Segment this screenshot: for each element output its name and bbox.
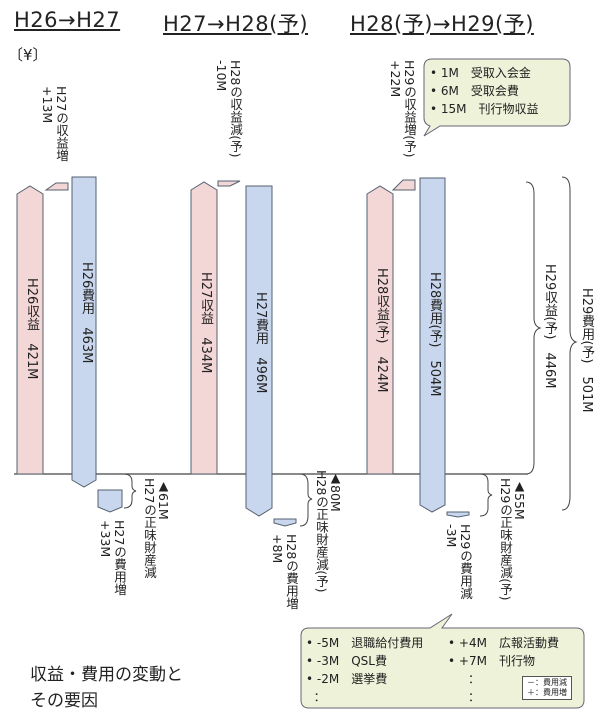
total-expense-label: H29費用(予) 501M: [579, 288, 594, 413]
change-income-2: H28の収益減(予)-10M: [214, 60, 243, 158]
change-income-1: H27の収益増+13M: [40, 86, 69, 162]
expense-item: • -2M 選挙費: [306, 672, 388, 686]
income-item: • 6M 受取会費: [430, 84, 519, 98]
unit-label: 〔¥〕: [8, 46, 48, 64]
expense-item: • +4M 広報活動費: [448, 636, 559, 650]
bar-h27-income: [190, 181, 218, 475]
expense-item: • -5M 退職給付費用: [306, 636, 424, 650]
brace-net-2: [299, 473, 313, 527]
header-period-2: H27→H28(予): [163, 12, 309, 36]
header-period-3: H28(予)→H29(予): [350, 12, 534, 36]
bar-label-h28-income: H28収益(予) 424M: [374, 268, 389, 393]
bar-label-h27-income: H27収益 434M: [198, 272, 213, 374]
brace-net-3: [479, 473, 493, 517]
change-expense-1: H27の費用増+33M: [98, 520, 127, 596]
expense-breakdown-right: • +4M 広報活動費 • +7M 刊行物 ： ：: [448, 634, 559, 706]
bar-label-h26-income: H26収益 421M: [24, 278, 39, 380]
expense-item: ：: [468, 690, 481, 704]
change-expense-2: H28の費用増+8M: [270, 534, 299, 610]
delta-h29-expense: [446, 511, 470, 518]
bar-label-h28-expense: H28費用(予) 504M: [427, 272, 442, 397]
bar-label-h26-expense: H26費用 463M: [79, 262, 94, 364]
diagram-title-line2: その要因: [30, 691, 98, 711]
brace-net-1: [123, 473, 137, 509]
legend-box: －：費用減 ＋：費用増: [522, 676, 572, 700]
callout-income-box: [423, 58, 571, 137]
bar-h26-income: [16, 185, 44, 475]
delta-h27-expense: [97, 489, 123, 513]
income-item: • 1M 受取入会金: [430, 66, 531, 80]
delta-h27-income: [44, 182, 69, 191]
total-income-label: H29収益(予) 446M: [542, 264, 557, 389]
diagram-title-line1: 収益・費用の変動と: [30, 665, 183, 685]
delta-h28-income: [217, 180, 241, 187]
delta-h29-income: [391, 179, 416, 191]
callout-expense-box: [300, 613, 585, 709]
income-breakdown: • 1M 受取入会金 • 6M 受取会費 • 15M 刊行物収益: [430, 64, 539, 118]
bar-label-h27-expense: H27費用 496M: [253, 292, 268, 394]
expense-item: • +7M 刊行物: [448, 654, 535, 668]
expense-breakdown-left: • -5M 退職給付費用 • -3M QSL費 • -2M 選挙費 ：: [306, 634, 423, 706]
bar-h28-income: [366, 185, 394, 475]
change-expense-3: H29の費用減-3M: [444, 524, 473, 600]
brace-total-expense: [561, 176, 578, 511]
brace-total-income: [525, 181, 542, 475]
bar-h28-expense: [419, 177, 446, 513]
expense-item: ：: [313, 690, 326, 704]
income-item: • 15M 刊行物収益: [430, 102, 539, 116]
change-income-3: H29の収益増(予)+22M: [388, 60, 417, 158]
bar-h27-expense: [245, 185, 273, 517]
header-period-1: H26→H27: [14, 8, 121, 32]
bar-h26-expense: [71, 176, 97, 488]
expense-item: ：: [468, 672, 481, 686]
delta-h28-expense: [273, 518, 297, 527]
expense-item: • -3M QSL費: [306, 654, 387, 668]
